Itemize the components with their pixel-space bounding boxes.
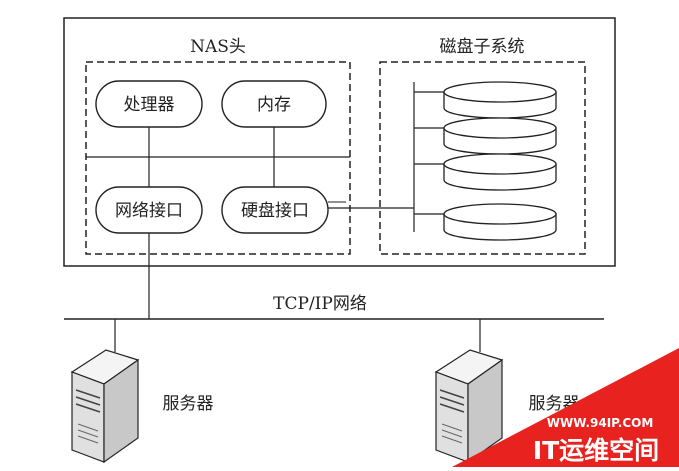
disk-stack [414,81,557,241]
disk-top [443,117,557,139]
disk-3 [414,153,557,191]
watermark-url: WWW.94IP.COM [547,416,654,430]
server-2-icon [434,349,504,464]
disk-top [443,203,557,225]
tcpip-network-label: TCP/IP网络 [273,294,367,314]
disk-interface-node: 硬盘接口 [221,186,329,234]
disk-subsystem-box [379,61,586,255]
server-1-label: 服务器 [163,394,214,414]
nas-head-title: NAS头 [190,37,246,57]
network-interface-node: 网络接口 [95,186,203,234]
disk-2 [414,117,557,155]
disk-1 [414,81,557,119]
disk-top [443,81,557,103]
processor-label: 处理器 [124,95,175,115]
watermark-triangle [452,348,679,467]
processor-node: 处理器 [95,80,203,128]
memory-label: 内存 [257,95,291,115]
watermark-name: IT运维空间 [533,436,659,465]
disk-interface-label: 硬盘接口 [241,201,309,221]
network-interface-label: 网络接口 [115,201,183,221]
disk-subsystem-title: 磁盘子系统 [440,37,525,57]
disk-4 [414,203,557,241]
nas-head-box [85,61,351,255]
disk-top [443,153,557,175]
nas-system-box [63,17,616,267]
server-1-icon [70,349,140,464]
memory-node: 内存 [221,80,327,128]
